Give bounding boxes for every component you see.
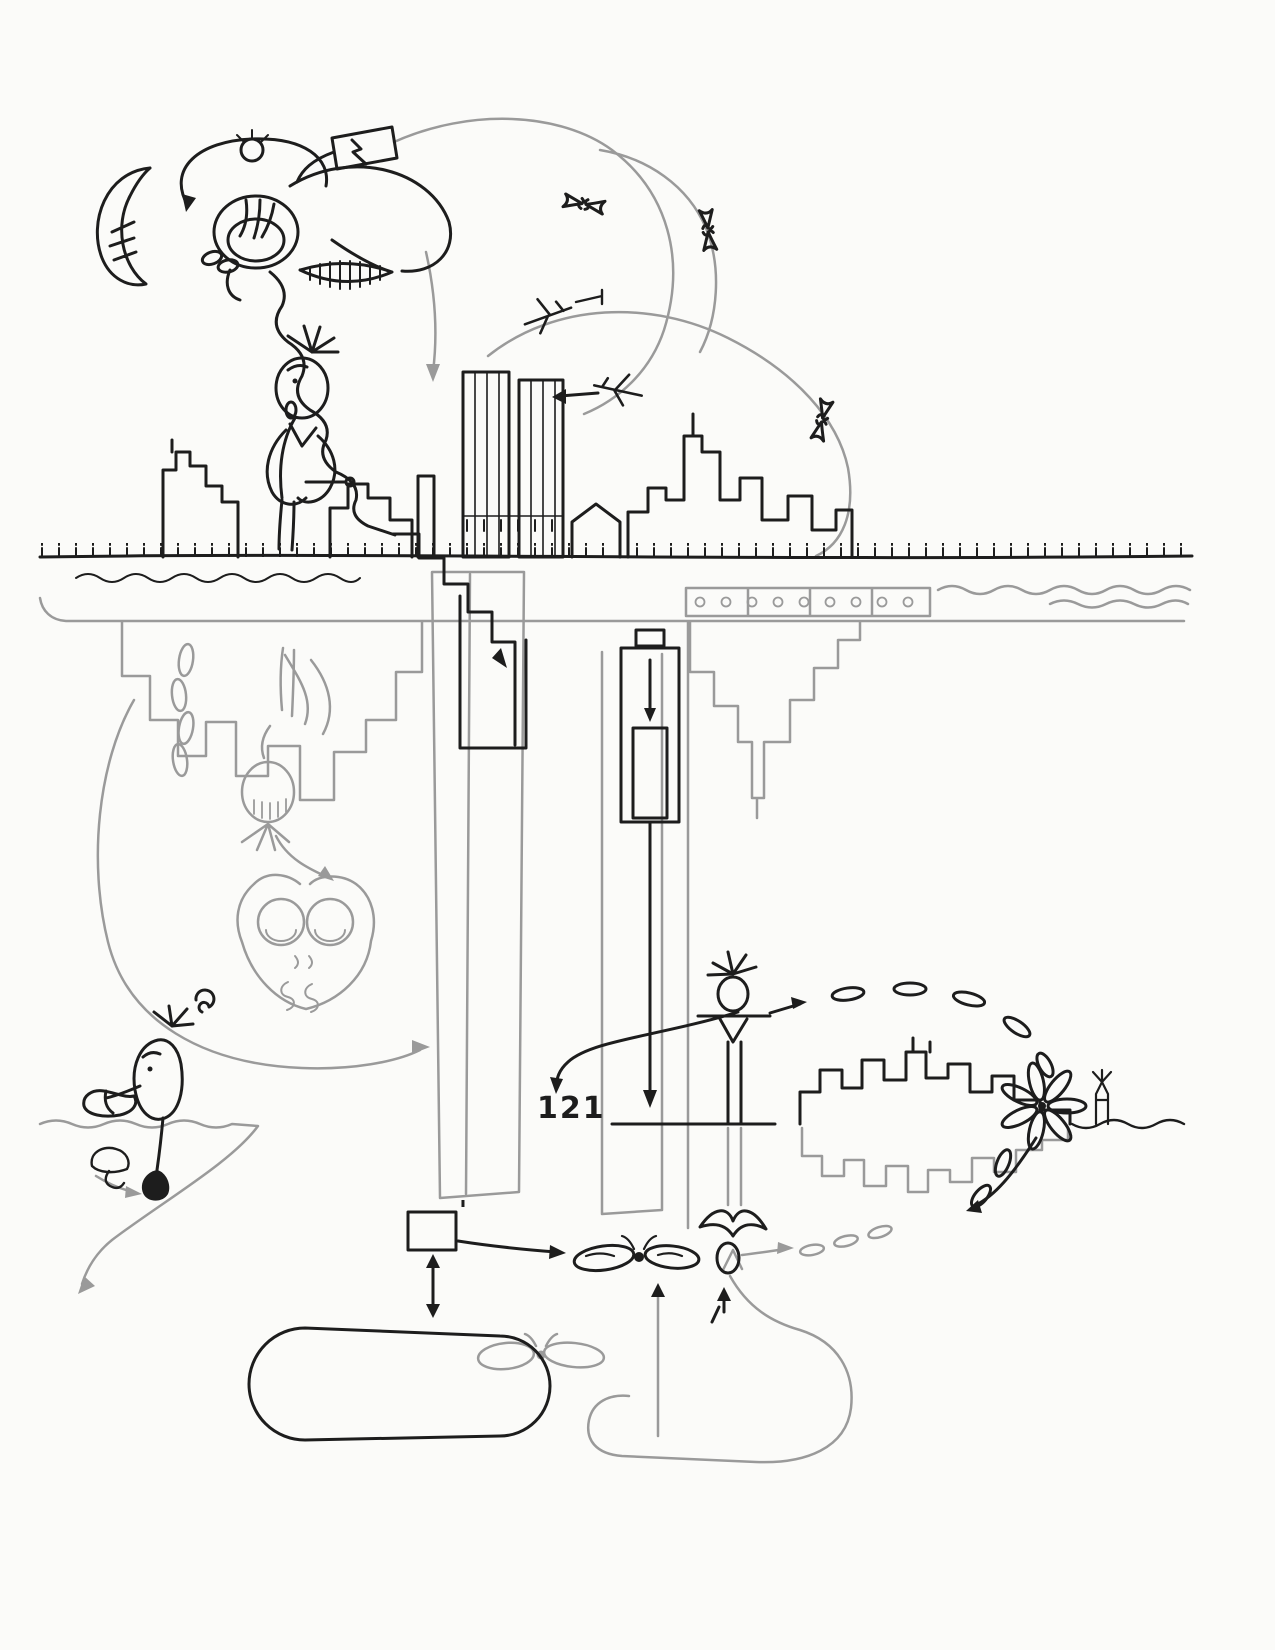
- paper-plane-2: [552, 373, 643, 407]
- reflected-lower-skyline: [800, 1126, 1070, 1194]
- ink-layer: 121 ': [38, 125, 1194, 1442]
- egg: [715, 1241, 741, 1275]
- descent-squiggle: [268, 270, 397, 537]
- staircase: [391, 532, 528, 750]
- spiral-antenna: [194, 988, 216, 1014]
- hair-spikes: [706, 950, 758, 977]
- chevron-up-arrow: [710, 1287, 731, 1324]
- arrowhead: [182, 194, 196, 212]
- pointing-figure: [696, 950, 807, 1126]
- arrowhead: [549, 1245, 566, 1259]
- bowing-giant: [95, 165, 452, 302]
- sky-swoop-1: [392, 117, 675, 416]
- underwater-line: [38, 596, 1186, 623]
- arrowhead: [78, 1276, 95, 1294]
- arrowhead: [426, 364, 440, 382]
- arrowhead: [791, 997, 807, 1009]
- arrowhead: [777, 1242, 794, 1254]
- arrowhead: [966, 1200, 982, 1213]
- shoe: [82, 1089, 138, 1118]
- skyline-left: [161, 438, 436, 559]
- arrowhead: [426, 1304, 440, 1318]
- bird-reflection: [698, 1209, 768, 1238]
- moth: [572, 1234, 701, 1273]
- drop-curve-arrow: [550, 1010, 740, 1094]
- reflected-moth: [476, 1332, 606, 1371]
- gate-box: [406, 1210, 566, 1318]
- floor-number-label: 121: [537, 1091, 606, 1126]
- right-water-waves: [936, 584, 1192, 609]
- grin-hatching: [309, 260, 381, 290]
- lower-shore-wave: [1070, 1118, 1186, 1130]
- hair-spikes: [152, 1004, 195, 1028]
- twin-towers: [461, 370, 565, 559]
- figure-head: [274, 356, 330, 420]
- left-waterline-arrow: [38, 1119, 260, 1294]
- figure-head: [716, 975, 750, 1013]
- wash-layer: [38, 117, 1192, 1464]
- hair-spikes: [286, 324, 340, 354]
- bridge-reflection: [684, 586, 932, 618]
- goggle-face: [236, 873, 376, 1013]
- capsule: [247, 1326, 552, 1442]
- paper-plane-1: [523, 288, 604, 335]
- giant-head: [212, 194, 300, 270]
- arrowhead: [552, 389, 566, 404]
- reflected-skyline-right: [688, 620, 862, 820]
- standing-figure: [265, 324, 356, 552]
- elevator-shaft: [610, 628, 777, 1126]
- sky-swoop-2: [486, 310, 852, 558]
- arrowhead: [492, 648, 507, 668]
- tower-colonnade: [463, 518, 563, 532]
- arrowhead: [643, 1090, 657, 1108]
- arrowhead: [550, 1077, 563, 1094]
- figure-reflection-legs: [721, 1126, 744, 1272]
- gray-drop-arrow: [424, 250, 440, 382]
- balloon-string: [155, 1116, 165, 1172]
- reflected-towers: [430, 570, 690, 1230]
- riser-arrowhead: [651, 1283, 665, 1297]
- arrowhead: [717, 1287, 731, 1301]
- figure-body: [104, 1038, 184, 1121]
- mushroom: [90, 1146, 130, 1190]
- big-loop-arrow: [96, 698, 430, 1070]
- lower-skyline: [798, 1036, 1072, 1126]
- tick-mark-label: ': [459, 1196, 469, 1226]
- statue: [1091, 1068, 1113, 1126]
- flower-burst: [1000, 1061, 1088, 1151]
- harbor-figure: [82, 988, 216, 1201]
- tower-stripes: [462, 371, 564, 558]
- lightning-flag: [295, 125, 399, 184]
- skyline-right: [570, 412, 854, 559]
- grass-row: [40, 543, 1192, 557]
- hand: [344, 476, 356, 488]
- eye: [147, 1066, 153, 1072]
- arrowhead: [644, 708, 656, 722]
- mouth: [284, 400, 298, 420]
- balloon: [141, 1170, 170, 1201]
- arrowhead: [426, 1254, 440, 1268]
- eye: [292, 378, 298, 384]
- shore-wave-left: [75, 573, 361, 583]
- leaf-chain: [170, 642, 195, 778]
- egg-arrow: [740, 1242, 794, 1257]
- arrowhead: [412, 1040, 430, 1054]
- dashed-leaves: [798, 1224, 893, 1257]
- bottom-loop: [586, 1274, 853, 1464]
- arrowhead: [125, 1186, 142, 1198]
- halo-arrow: [179, 129, 329, 212]
- sky-swoop-3: [598, 148, 718, 354]
